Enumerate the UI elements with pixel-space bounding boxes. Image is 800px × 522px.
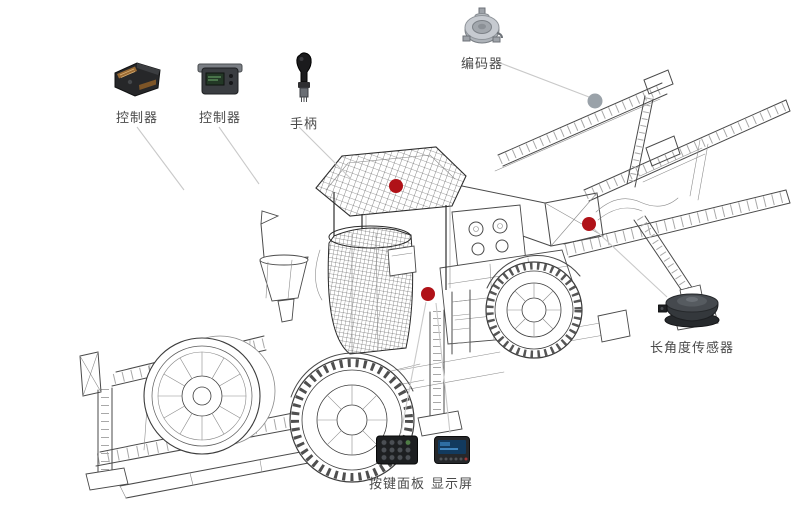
controller-2-label: 控制器 xyxy=(198,110,241,125)
display-label: 显示屏 xyxy=(430,476,473,491)
controller-1-label: 控制器 xyxy=(115,110,158,125)
marker-boom-dot xyxy=(582,217,596,231)
joystick-icon xyxy=(296,52,312,102)
callout-controller-1: 控制器 xyxy=(104,58,170,126)
callout-joystick: 手柄 xyxy=(278,50,330,132)
marker-cab-dot xyxy=(389,179,403,193)
controller-module-icon xyxy=(114,62,161,97)
front-wheel xyxy=(485,255,583,359)
callout-keypad: 按键面板 xyxy=(366,434,428,492)
controller-2-line xyxy=(218,126,260,185)
keypad-label: 按键面板 xyxy=(368,476,425,491)
callout-controller-2: 控制器 xyxy=(190,56,250,126)
hopper-mast xyxy=(259,210,309,323)
callout-lines xyxy=(136,60,668,434)
keypad-icon xyxy=(376,435,418,465)
marker-encoder-dot xyxy=(587,93,603,109)
cab xyxy=(315,146,467,355)
display-line xyxy=(435,302,451,434)
callout-angle-sensor: 长角度传感器 xyxy=(642,280,742,356)
joystick-line xyxy=(298,126,352,180)
keypad-line xyxy=(400,301,427,434)
display-screen-icon xyxy=(434,436,470,464)
callout-display: 显示屏 xyxy=(424,434,480,492)
encoder-label: 编码器 xyxy=(460,56,503,71)
location-markers xyxy=(389,93,603,301)
encoder-line xyxy=(494,60,590,98)
encoder-icon xyxy=(462,7,503,44)
cable-reel xyxy=(143,335,276,455)
marker-body-dot xyxy=(421,287,435,301)
controller-display-icon xyxy=(197,63,243,95)
front-support-leg xyxy=(417,309,463,437)
angle-sensor-icon xyxy=(658,293,720,328)
joystick-label: 手柄 xyxy=(289,116,318,131)
callout-encoder: 编码器 xyxy=(450,6,514,72)
angle-sensor-line xyxy=(593,228,668,298)
controller-1-line xyxy=(136,126,185,191)
angle-sensor-label: 长角度传感器 xyxy=(649,340,734,355)
